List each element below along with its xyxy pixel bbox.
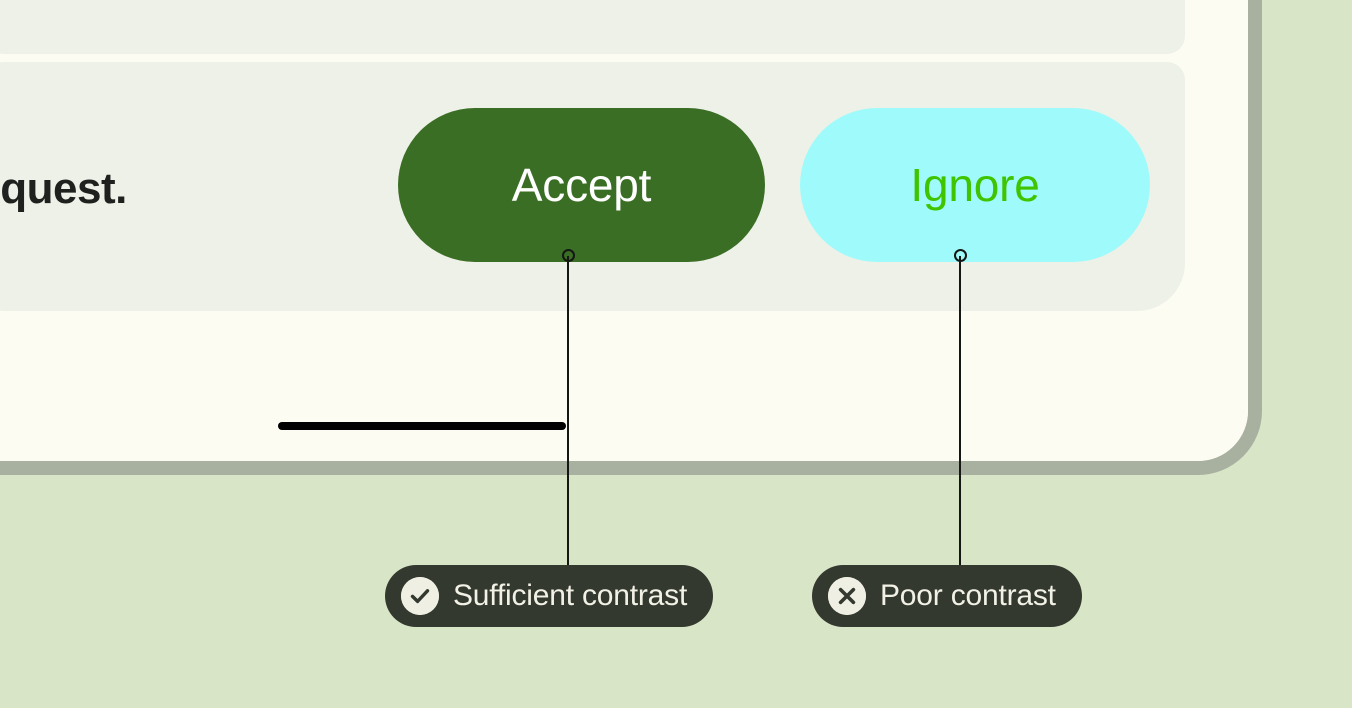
annotation-badge-sufficient-contrast: Sufficient contrast: [385, 565, 714, 627]
check-circle-icon: [401, 577, 439, 615]
annotation-label-sufficient: Sufficient contrast: [453, 579, 688, 612]
leader-nub-ignore-icon: [954, 249, 967, 262]
request-message-text: a request.: [0, 164, 127, 213]
x-circle-icon: [828, 577, 866, 615]
accept-button[interactable]: Accept: [398, 108, 765, 262]
leader-nub-accept-icon: [562, 249, 575, 262]
annotation-label-poor: Poor contrast: [880, 579, 1056, 612]
device-screen: a request. Accept Ignore: [0, 0, 1185, 430]
leader-line-ignore: [959, 256, 961, 566]
annotation-badge-poor-contrast: Poor contrast: [812, 565, 1082, 627]
home-indicator-bar: [278, 422, 566, 430]
device-frame: a request. Accept Ignore: [0, 0, 1262, 475]
leader-line-accept: [567, 256, 569, 566]
content-card-upper: [0, 0, 1185, 54]
ignore-button[interactable]: Ignore: [800, 108, 1150, 262]
